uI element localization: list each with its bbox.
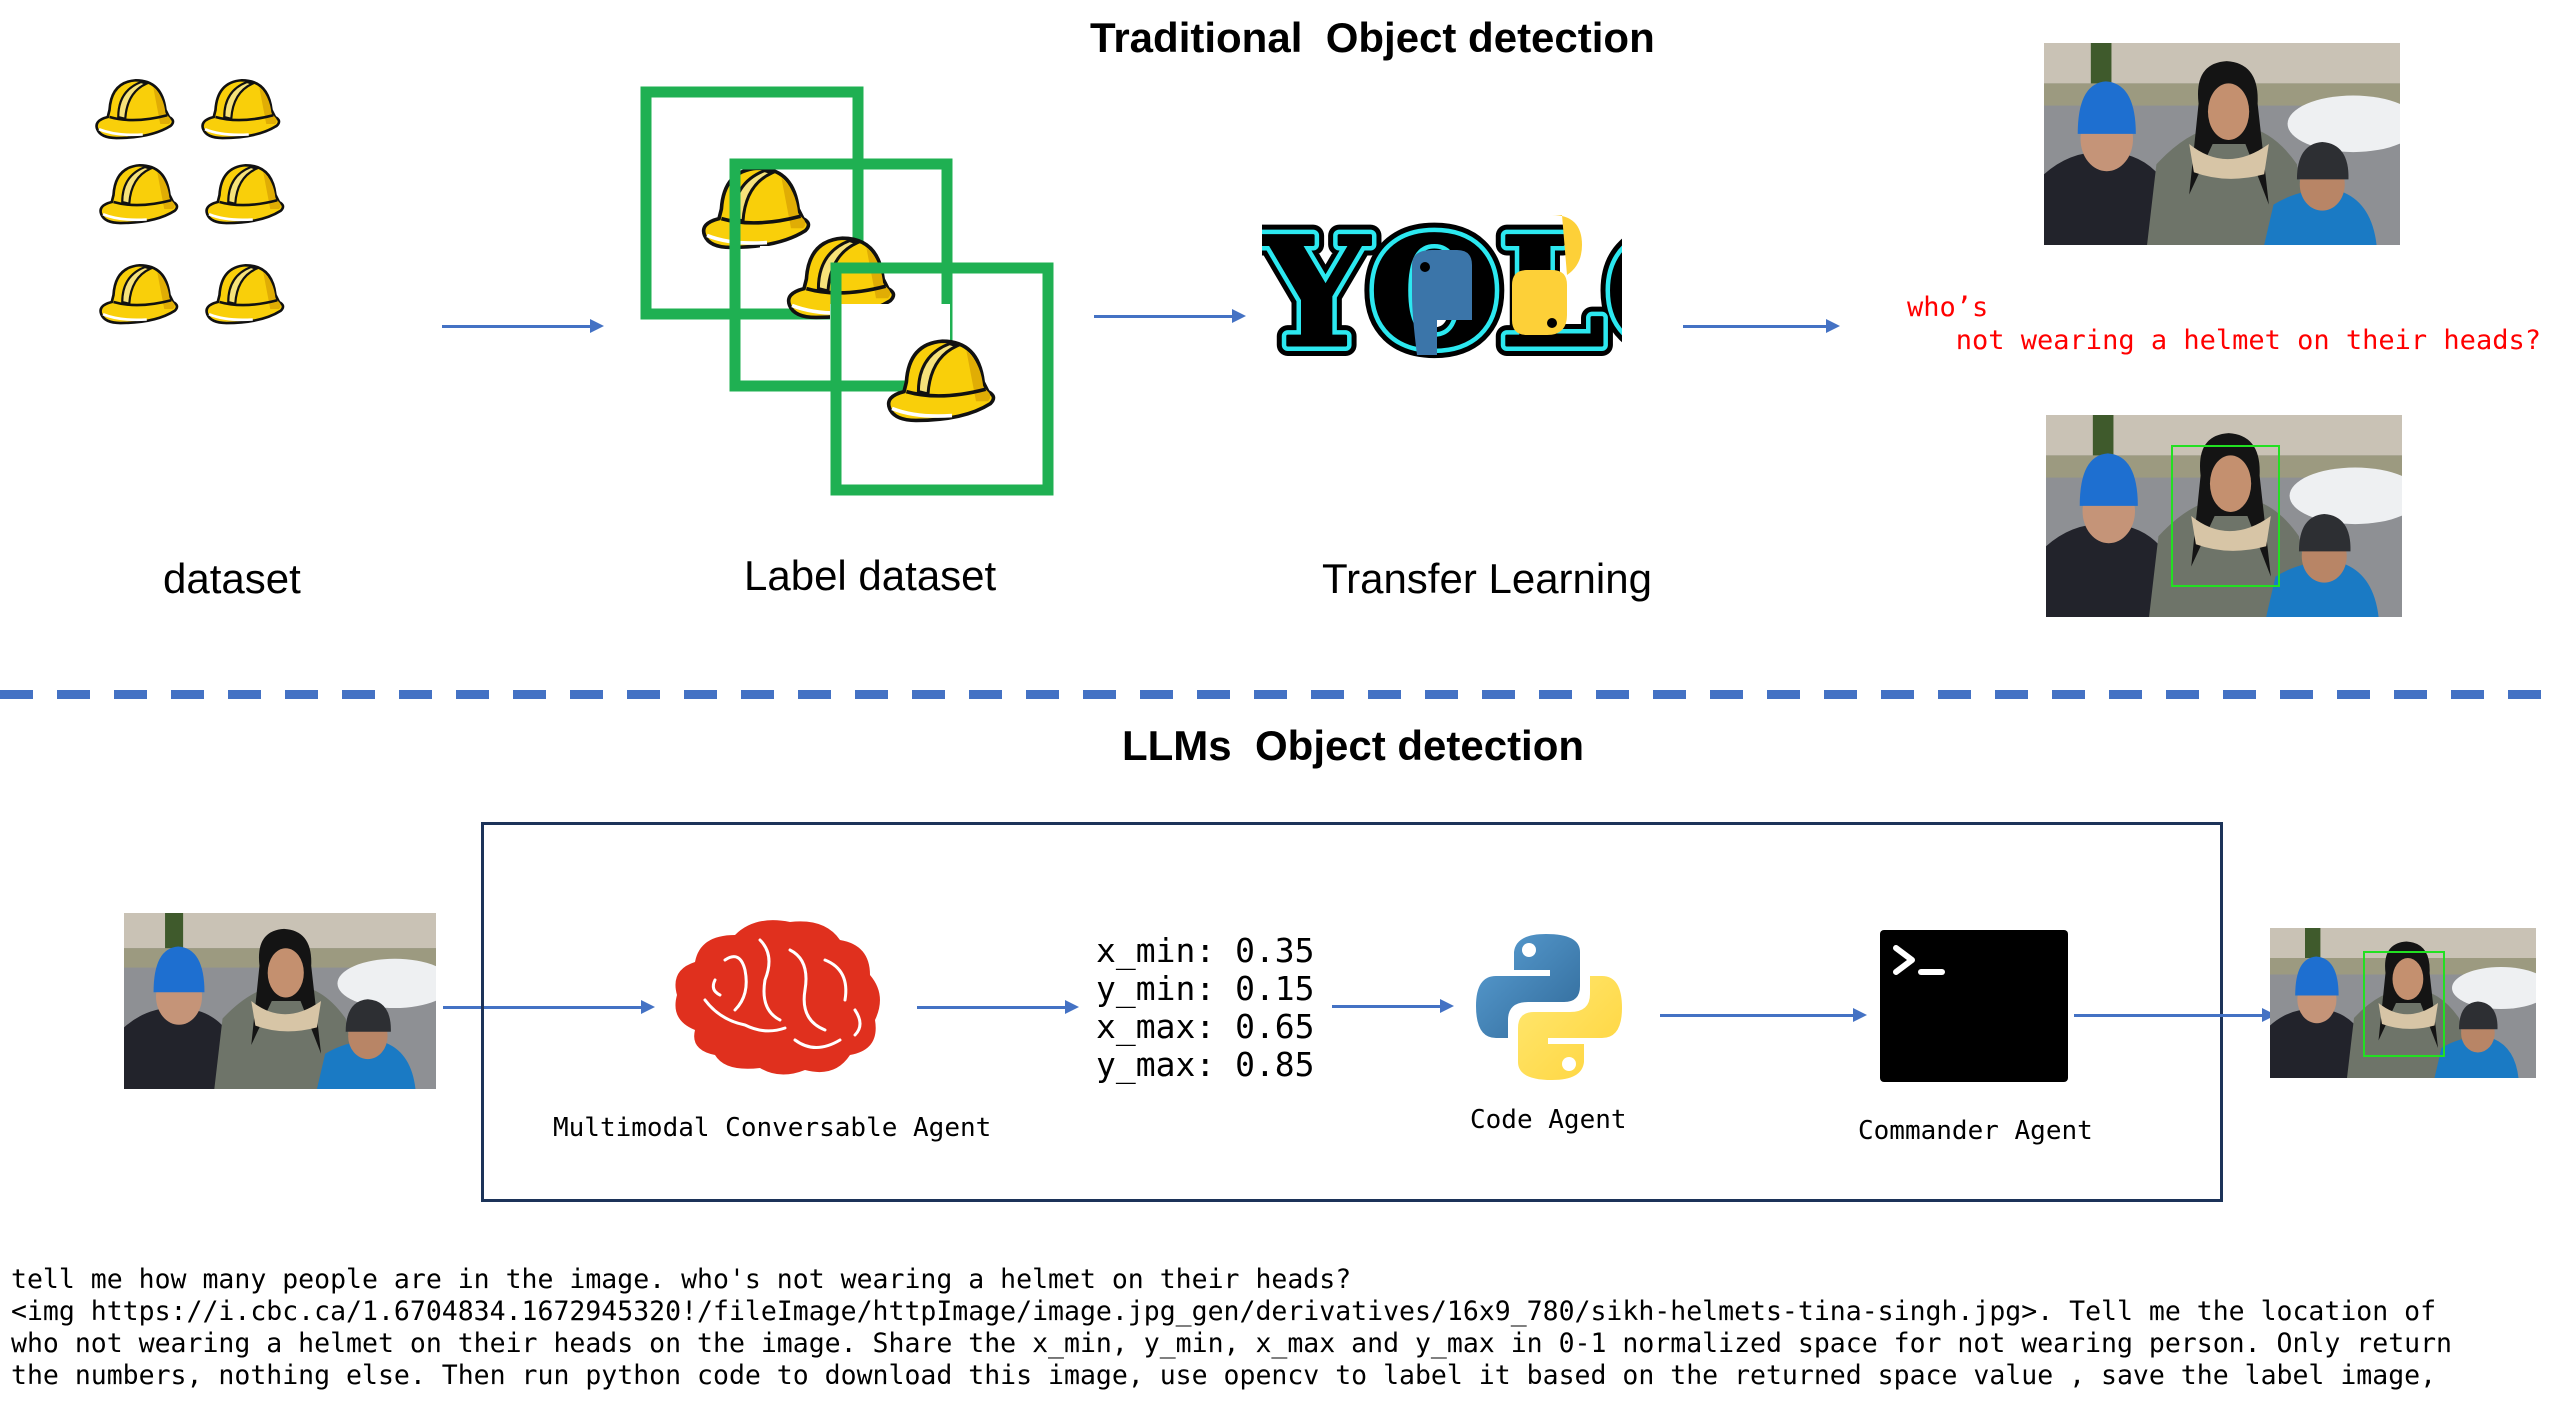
- prompt-line-1: tell me how many people are in the image…: [11, 1264, 1352, 1295]
- coord-y-max: y_max: 0.85: [1096, 1045, 1315, 1084]
- stage-label-transfer-learning: Transfer Learning: [1322, 555, 1652, 602]
- arrow-code-to-commander: [1660, 1008, 1867, 1022]
- agent-label-code: Code Agent: [1470, 1105, 1627, 1135]
- agent-pipeline-box: [481, 822, 2223, 1202]
- question-line-1: who’s: [1907, 292, 1989, 323]
- llm-output-photo: [2270, 928, 2536, 1078]
- input-photo-helmets: [2044, 43, 2400, 245]
- llm-input-photo: [124, 913, 436, 1089]
- question-line-2: not wearing a helmet on their heads?: [1907, 325, 2541, 356]
- stage-label-dataset: dataset: [163, 555, 301, 602]
- arrow-photo-to-brain: [443, 1000, 655, 1014]
- coord-y-min: y_min: 0.15: [1096, 969, 1315, 1008]
- agent-label-commander: Commander Agent: [1858, 1116, 2093, 1146]
- brain-icon: [665, 910, 890, 1080]
- labeled-helmets-icon: [640, 86, 1060, 496]
- detection-bbox: [2171, 445, 2280, 587]
- arrow-commander-to-output: [2074, 1008, 2276, 1022]
- python-logo-icon: [1474, 932, 1624, 1082]
- arrow-yolo-to-output: [1683, 319, 1840, 333]
- traditional-section-title: Traditional Object detection: [1090, 14, 1655, 61]
- section-divider: [0, 690, 2551, 699]
- llm-section-title: LLMs Object detection: [1122, 722, 1585, 769]
- arrow-label-to-yolo: [1094, 309, 1246, 323]
- arrow-dataset-to-label: [442, 319, 604, 333]
- arrow-brain-to-coords: [917, 1000, 1079, 1014]
- coord-x-max: x_max: 0.65: [1096, 1007, 1315, 1046]
- detected-photo-output: [2046, 415, 2402, 617]
- llm-detection-bbox: [2363, 951, 2445, 1057]
- prompt-line-2: <img https://i.cbc.ca/1.6704834.16729453…: [11, 1296, 2437, 1327]
- helmet-grid-icon: [88, 75, 298, 345]
- arrow-coords-to-code: [1332, 999, 1454, 1013]
- coord-x-min: x_min: 0.35: [1096, 931, 1315, 970]
- prompt-line-4: the numbers, nothing else. Then run pyth…: [11, 1360, 2437, 1391]
- stage-label-label-dataset: Label dataset: [744, 552, 997, 599]
- yolo-python-logo: YOLO YOLO YOLO: [1249, 194, 1747, 392]
- prompt-line-3: who not wearing a helmet on their heads …: [11, 1328, 2453, 1359]
- agent-label-multimodal: Multimodal Conversable Agent: [553, 1113, 992, 1143]
- terminal-icon: [1880, 930, 2068, 1082]
